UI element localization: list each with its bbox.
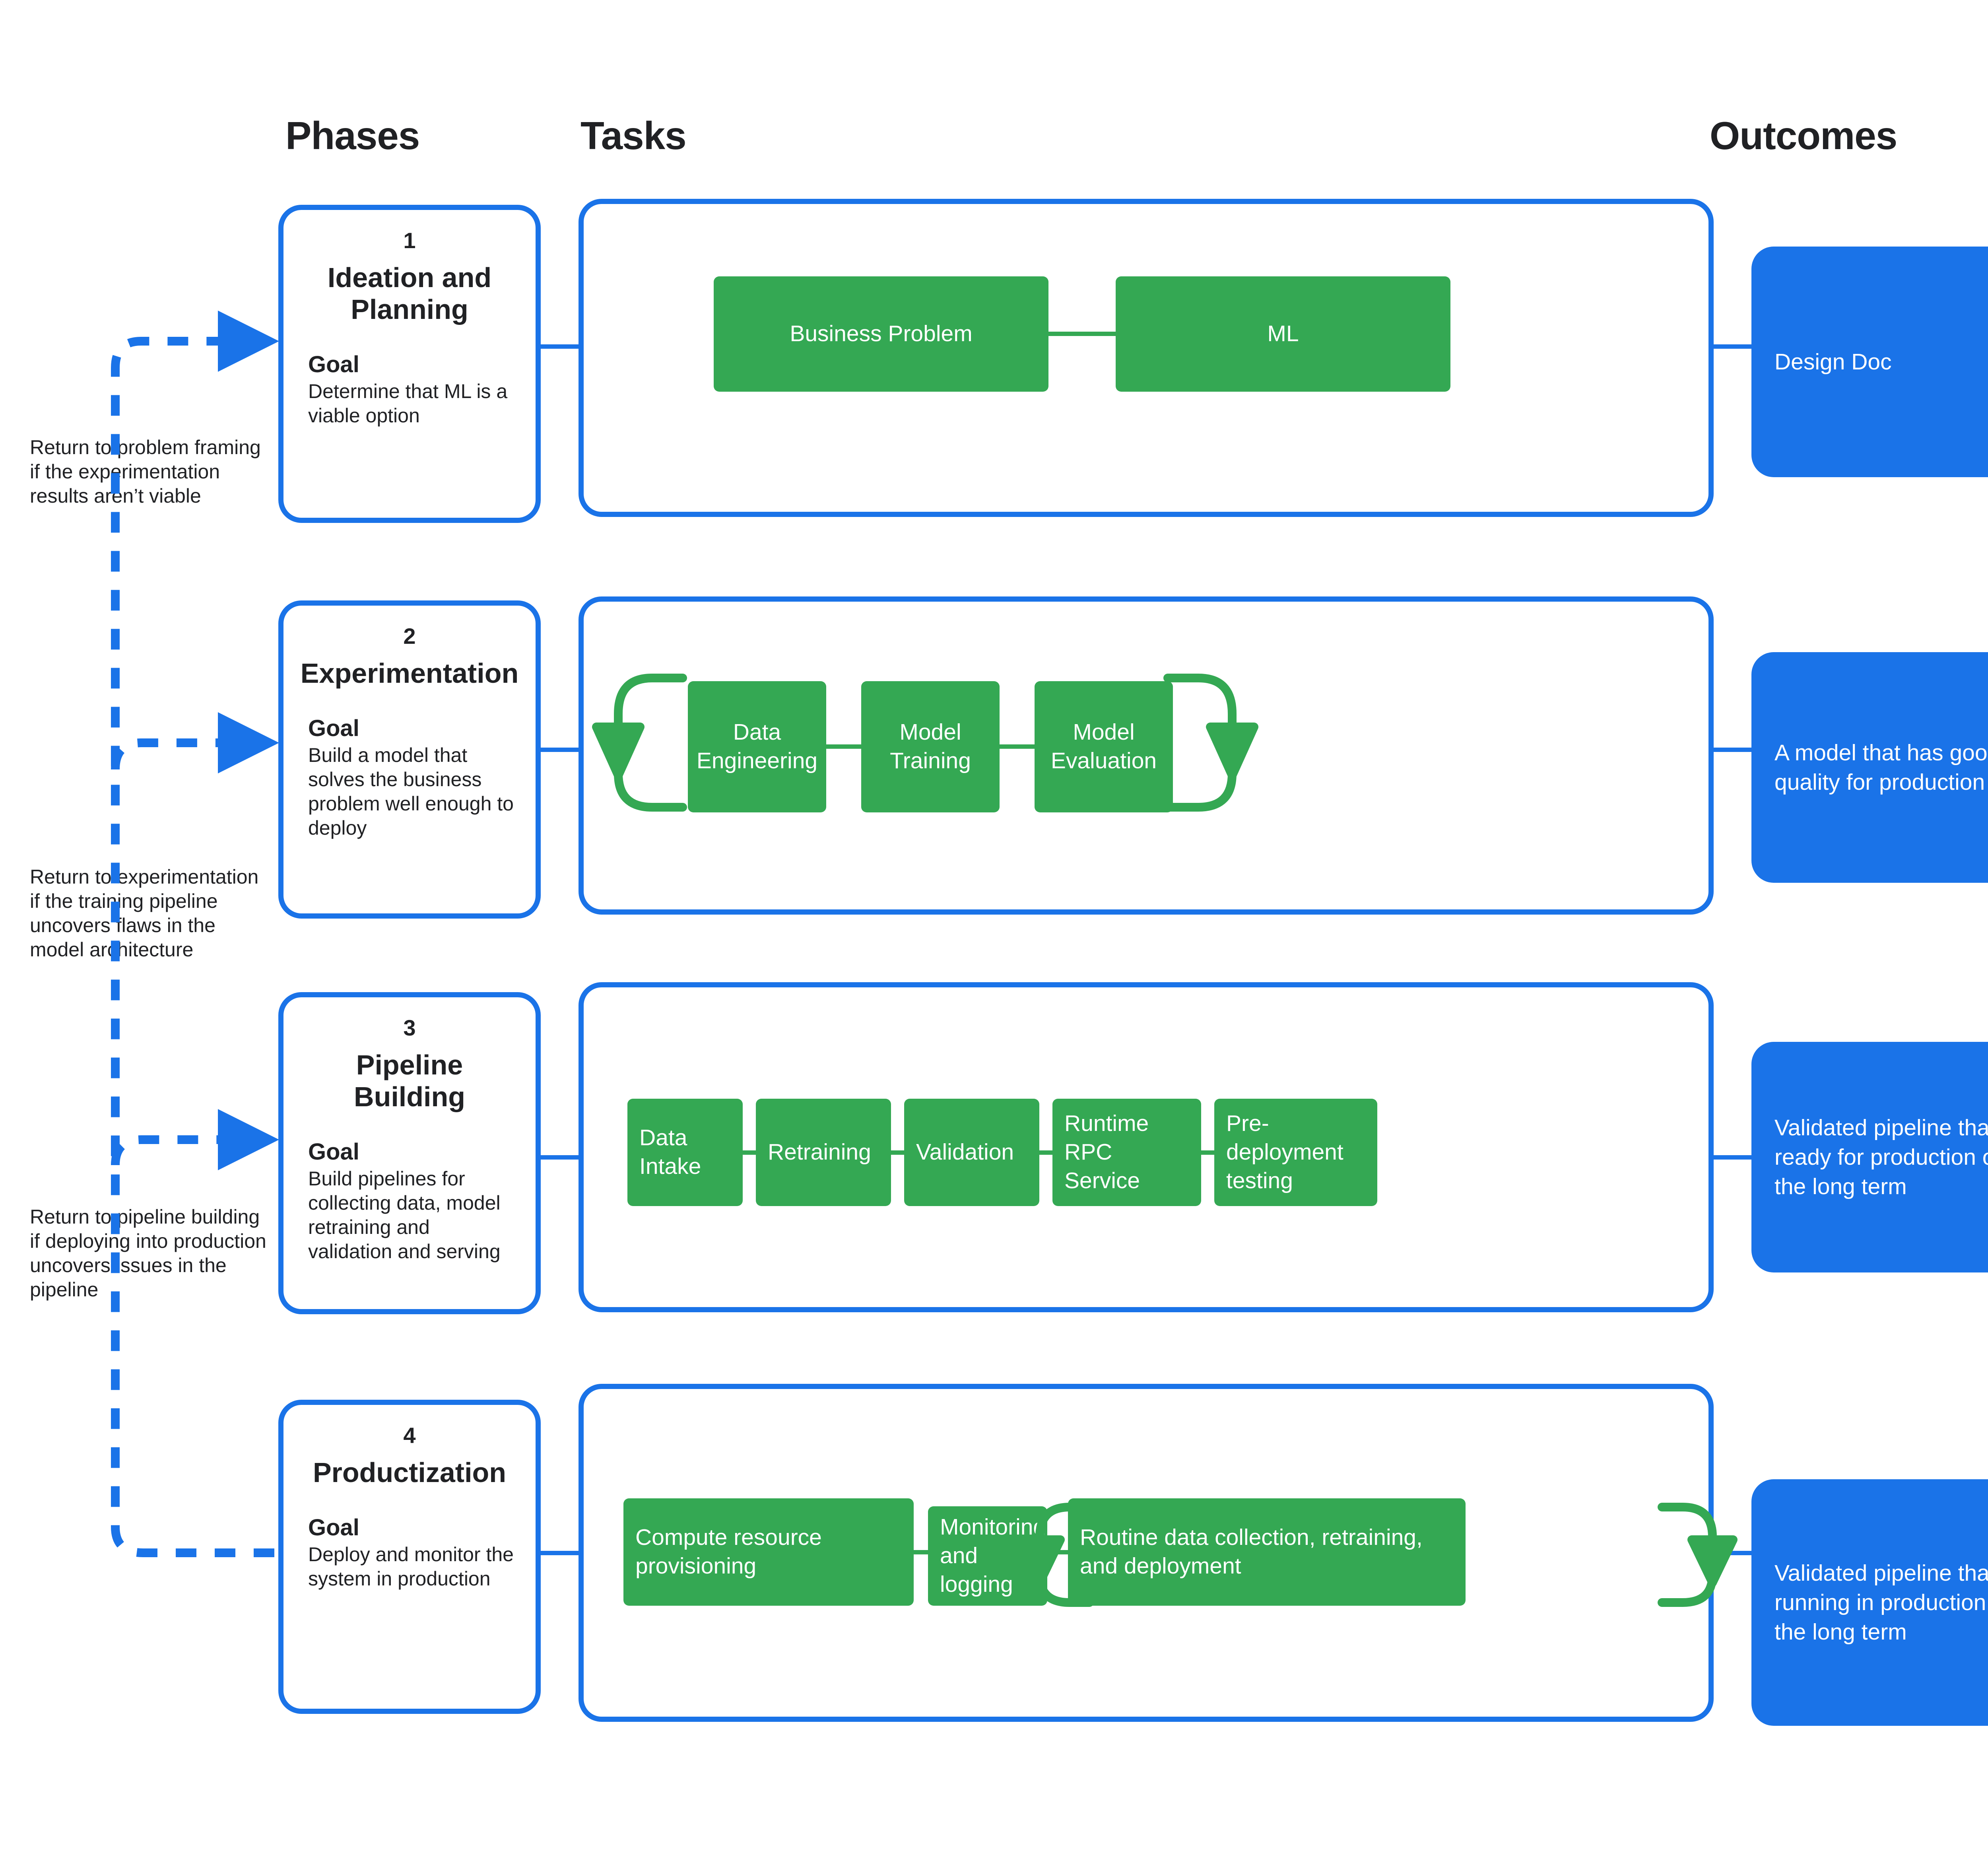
goal-text-3: Build pipelines for collecting data, mod…	[308, 1167, 501, 1263]
connector-tasks4-outcome	[1712, 1551, 1753, 1555]
phase-title-1: Ideation and Planning	[327, 262, 492, 325]
goal-text-1: Determine that ML is a viable option	[308, 380, 508, 427]
column-header-outcomes: Outcomes	[1710, 114, 1897, 157]
task-connector-3-3	[1039, 1150, 1052, 1155]
task-box-data-intake[interactable]: Data Intake	[627, 1099, 743, 1206]
goal-text-2: Build a model that solves the business p…	[308, 744, 514, 839]
task-connector-4-2	[1047, 1550, 1068, 1554]
outcome-box-3[interactable]: Validated pipeline that’s ready for prod…	[1751, 1042, 1988, 1272]
connector-tasks2-outcome	[1712, 748, 1753, 752]
task-box-model-evaluation[interactable]: Model Evaluation	[1035, 681, 1173, 812]
outcome-box-1[interactable]: Design Doc	[1751, 247, 1988, 477]
column-header-tasks: Tasks	[580, 114, 687, 157]
task-panel-4: Compute resource provisioning Monitoring…	[579, 1384, 1714, 1722]
goal-label-2: Goal	[308, 715, 359, 741]
task-connector-4-1	[914, 1550, 928, 1554]
column-header-phases: Phases	[285, 114, 420, 157]
task-box-business-problem[interactable]: Business Problem	[714, 276, 1048, 392]
task-panel-1: Business Problem ML	[579, 199, 1714, 517]
outcome-box-2[interactable]: A model that has good quality for produc…	[1751, 652, 1988, 883]
task-connector-3-2	[891, 1150, 904, 1155]
connector-phase3-tasks	[539, 1155, 580, 1160]
phase-card-1[interactable]: 1 Ideation and Planning Goal Determine t…	[278, 205, 541, 523]
task-box-retraining[interactable]: Retraining	[756, 1099, 891, 1206]
return-note-1: Return to problem framing if the experim…	[30, 436, 261, 507]
connector-phase2-tasks	[539, 748, 580, 752]
task-box-runtime-rpc-service[interactable]: Runtime RPC Service	[1052, 1099, 1201, 1206]
return-note-3: Return to pipeline building if deploying…	[30, 1206, 266, 1301]
task-box-model-training[interactable]: Model Training	[861, 681, 1000, 812]
goal-text-4: Deploy and monitor the system in product…	[308, 1543, 514, 1590]
phase-number-2: 2	[403, 624, 416, 649]
goal-label-4: Goal	[308, 1514, 359, 1540]
phase-number-1: 1	[403, 228, 416, 253]
phase-number-4: 4	[403, 1423, 416, 1448]
connector-tasks3-outcome	[1712, 1155, 1753, 1160]
feedback-arrow-to-phase-3[interactable]	[111, 1109, 279, 1170]
return-note-2: Return to experimentation if the trainin…	[30, 866, 259, 961]
phase-number-3: 3	[403, 1015, 416, 1040]
outcome-box-4[interactable]: Validated pipeline that’s running in pro…	[1751, 1479, 1988, 1726]
task-box-validation[interactable]: Validation	[904, 1099, 1039, 1206]
phase-title-4: Productization	[313, 1457, 507, 1488]
task-connector-2-2	[1000, 744, 1035, 749]
task-panel-3: Data Intake Retraining Validation Runtim…	[579, 982, 1714, 1312]
task-box-ml[interactable]: ML	[1116, 276, 1450, 392]
task-box-data-engineering[interactable]: Data Engineering	[688, 681, 826, 812]
task-connector-3-4	[1201, 1150, 1214, 1155]
goal-label-1: Goal	[308, 351, 359, 377]
task-connector-1-1	[1048, 332, 1116, 336]
task-box-compute-resource-provisioning[interactable]: Compute resource provisioning	[623, 1498, 914, 1606]
connector-phase1-tasks	[539, 344, 580, 349]
phase-card-4[interactable]: 4 Productization Goal Deploy and monitor…	[278, 1400, 541, 1714]
phase-title-3: Pipeline Building	[354, 1049, 465, 1112]
task-connector-3-1	[743, 1150, 756, 1155]
task-connector-2-1	[826, 744, 861, 749]
connector-tasks1-outcome	[1712, 344, 1753, 349]
connector-phase4-tasks	[539, 1551, 580, 1555]
phase-title-2: Experimentation	[300, 658, 519, 689]
feedback-arrow-to-phase-2[interactable]	[111, 712, 279, 773]
goal-label-3: Goal	[308, 1138, 359, 1165]
phase-card-3[interactable]: 3 Pipeline Building Goal Build pipelines…	[278, 992, 541, 1314]
task-panel-2: Data Engineering Model Training Model Ev…	[579, 596, 1714, 915]
phase-card-2[interactable]: 2 Experimentation Goal Build a model tha…	[278, 600, 541, 919]
task-box-monitoring-and-logging[interactable]: Monitoring and logging	[928, 1506, 1047, 1606]
task-box-pre-deployment-testing[interactable]: Pre-deployment testing	[1214, 1099, 1377, 1206]
task-box-routine-data-collection[interactable]: Routine data collection, retraining, and…	[1068, 1498, 1466, 1606]
